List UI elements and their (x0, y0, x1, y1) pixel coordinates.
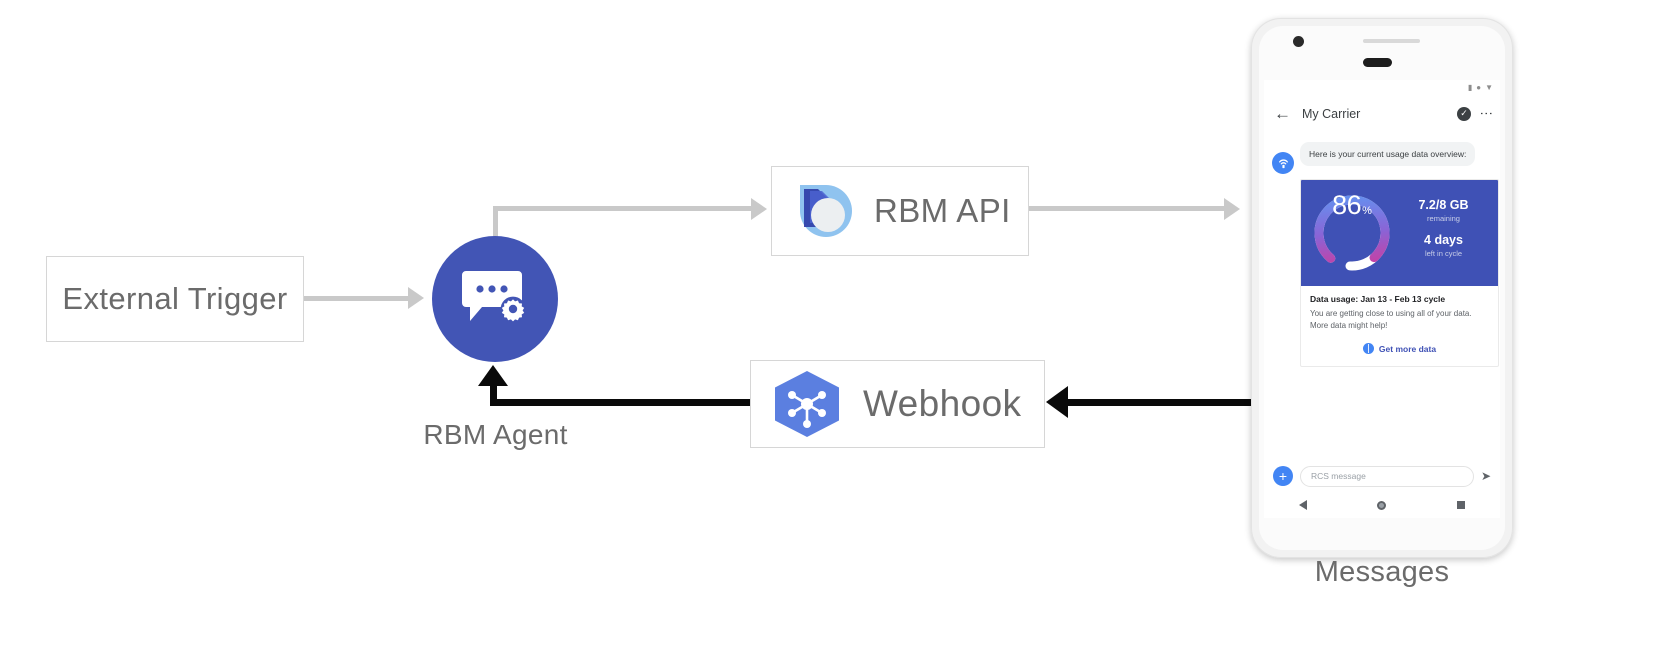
chat-gear-icon (462, 271, 526, 322)
earpiece-grille-icon (1363, 39, 1420, 43)
arrowhead-webhook-to-agent (478, 365, 508, 386)
edge-webhook-to-agent-vertical (490, 386, 497, 406)
gauge-ring-icon (1314, 195, 1390, 271)
incoming-message-row: Here is your current usage data overview… (1272, 142, 1492, 174)
status-bar: ▮ ● ▼ (1264, 80, 1500, 95)
rbm-api-label: RBM API (874, 192, 1011, 229)
arrowhead-agent-to-api (751, 198, 767, 220)
nav-back-icon[interactable] (1299, 500, 1308, 510)
data-remaining-caption: remaining (1427, 214, 1460, 223)
rcs-tower-icon (1278, 158, 1288, 168)
data-remaining-value: 7.2/8 GB (1418, 198, 1469, 212)
card-description: You are getting close to using all of yo… (1310, 309, 1472, 330)
messages-label: Messages (1314, 556, 1450, 588)
wifi-icon: ● (1476, 82, 1482, 92)
front-camera-icon (1293, 36, 1304, 47)
hero-stats: 7.2/8 GB remaining 4 days left in cycle (1395, 198, 1490, 268)
agent-avatar-icon (1272, 152, 1294, 174)
edge-messages-to-webhook (1068, 399, 1258, 406)
external-trigger-label: External Trigger (62, 281, 288, 316)
get-more-data-label: Get more data (1378, 343, 1437, 354)
gauge-unit: % (1362, 205, 1372, 217)
phone-screen: ▮ ● ▼ ← My Carrier ✓ ⋮ (1264, 80, 1500, 518)
nav-recents-icon[interactable] (1456, 501, 1465, 509)
speaker-icon (1363, 58, 1392, 67)
webhook-hexagon-icon (775, 371, 839, 437)
chat-area: Here is your current usage data overview… (1264, 132, 1500, 460)
rcs-message-input[interactable]: RCS message (1300, 465, 1474, 487)
app-bar: ← My Carrier ✓ ⋮ (1264, 95, 1500, 133)
edge-agent-to-api-horizontal (493, 206, 751, 211)
verified-badge-icon: ✓ (1457, 106, 1471, 121)
edge-webhook-to-agent-horizontal (490, 399, 752, 406)
usage-gauge: 86 % (1309, 190, 1395, 276)
add-attachment-button[interactable]: + (1273, 466, 1293, 486)
conversation-title: My Carrier (1302, 106, 1361, 121)
gauge-value-group: 86 % (1309, 190, 1395, 276)
webhook-label: Webhook (863, 383, 1022, 424)
rbm-agent-node[interactable] (432, 236, 558, 362)
edge-api-to-messages (1029, 206, 1224, 211)
rbm-api-node[interactable]: RBM API (771, 166, 1029, 256)
rbm-api-logo-icon (800, 185, 852, 237)
send-icon[interactable]: ➤ (1480, 469, 1491, 483)
edge-agent-to-api-vertical (493, 206, 498, 252)
android-nav-bar (1264, 492, 1500, 518)
get-more-data-button[interactable]: Get more data (1310, 340, 1489, 360)
card-body: Data usage: Jan 13 - Feb 13 cycle You ar… (1301, 286, 1498, 366)
arrowhead-messages-to-webhook (1046, 386, 1068, 418)
signal-icon: ▮ (1467, 82, 1473, 92)
message-bubble: Here is your current usage data overview… (1300, 142, 1476, 167)
gauge-value: 86 (1332, 190, 1362, 220)
rbm-agent-label: RBM Agent (423, 419, 568, 450)
webhook-node[interactable]: Webhook (750, 360, 1045, 448)
edge-trigger-to-agent (304, 296, 408, 301)
days-left-caption: left in cycle (1424, 249, 1463, 258)
arrowhead-trigger-to-agent (408, 287, 424, 309)
card-hero: 86 % 7.2/8 GB remaining 4 days left in c… (1301, 180, 1498, 286)
external-trigger-node[interactable]: External Trigger (46, 256, 304, 342)
rich-card[interactable]: 86 % 7.2/8 GB remaining 4 days left in c… (1300, 179, 1499, 367)
globe-icon (1362, 343, 1374, 354)
overflow-menu-icon[interactable]: ⋮ (1479, 107, 1494, 120)
days-left-value: 4 days (1424, 233, 1463, 247)
nav-home-icon[interactable] (1377, 500, 1387, 510)
arrowhead-api-to-messages (1224, 198, 1240, 220)
back-arrow-icon[interactable]: ← (1274, 104, 1291, 123)
phone-device: ▮ ● ▼ ← My Carrier ✓ ⋮ (1251, 18, 1513, 558)
message-composer: + RCS message ➤ (1264, 460, 1500, 492)
card-title: Data usage: Jan 13 - Feb 13 cycle (1310, 294, 1446, 304)
battery-icon: ▼ (1485, 82, 1493, 92)
